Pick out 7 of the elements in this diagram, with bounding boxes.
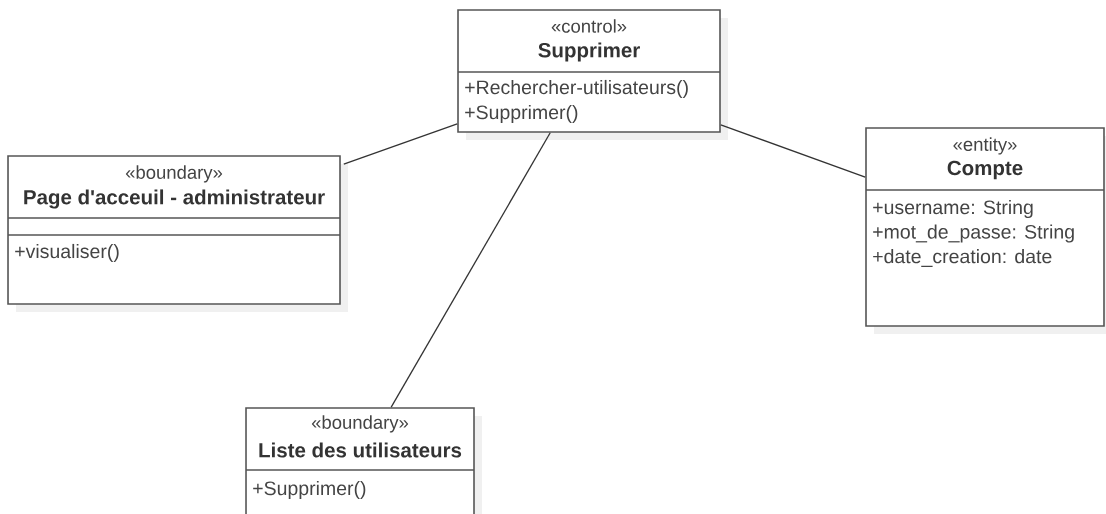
class-box: «entity» Compte +username: String +mot_de_passe: String +date_creation: date <box>865 127 1106 334</box>
association-line <box>343 123 458 165</box>
association-line <box>720 124 866 178</box>
class-box: «boundary» Liste des utilisateurs +Supprimer() <box>245 407 482 514</box>
class-box: «boundary» Page d'acceuil - administrateur +visualiser() <box>7 155 348 312</box>
association-line <box>390 132 551 408</box>
class-box: «control» Supprimer +Rechercher-utilisateurs() +Supprimer() <box>457 9 728 140</box>
